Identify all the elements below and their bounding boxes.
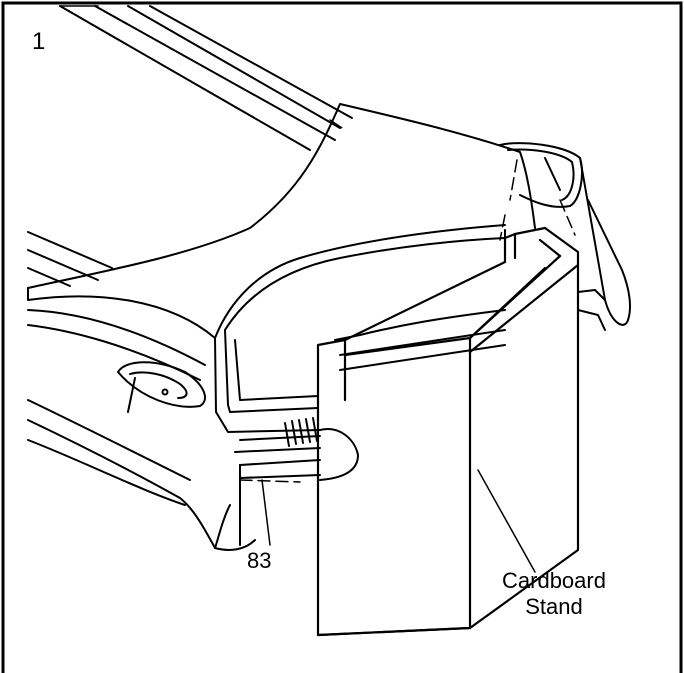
part-83-center-line: [239, 479, 301, 483]
leader-line-83: [261, 479, 271, 546]
hood-center-line: [329, 119, 346, 131]
step-number: 1: [32, 28, 46, 55]
part-83-label: 83: [247, 548, 272, 573]
cardboard-stand-label-line2: Stand: [525, 594, 583, 619]
cardboard-stand-label: Cardboard Stand: [474, 568, 634, 620]
left-upright: [117, 361, 206, 413]
base-front: [27, 399, 256, 551]
leader-line-stand: [477, 469, 536, 573]
cardboard-stand-label-line1: Cardboard: [502, 568, 606, 593]
frame-rails: [59, 5, 353, 151]
front-roller: [234, 417, 359, 481]
motor-hood: [27, 103, 536, 433]
cardboard-stand: [316, 226, 580, 637]
right-upright: [499, 142, 631, 331]
